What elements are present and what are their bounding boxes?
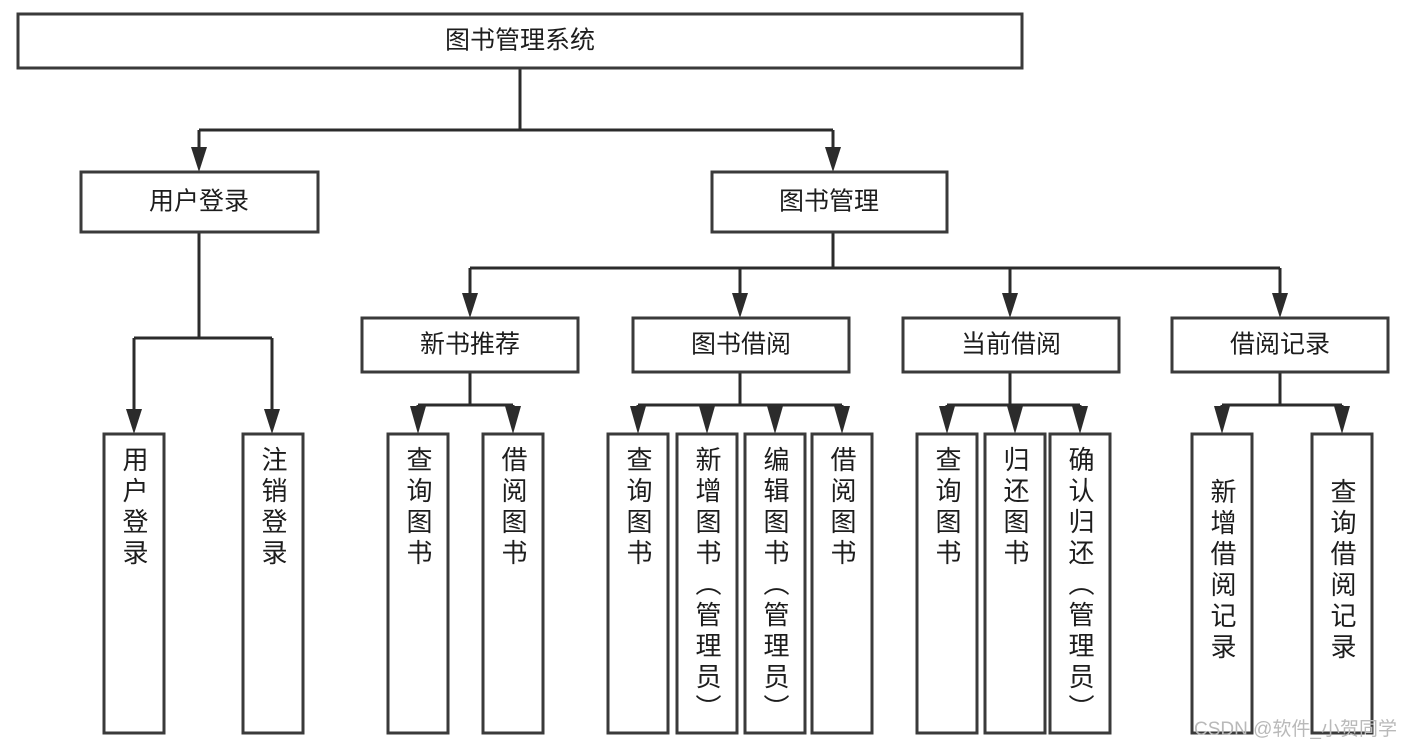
arrow-head-leaf-logout bbox=[264, 409, 280, 434]
connector-group-borrow-record bbox=[1214, 372, 1350, 434]
node-borrow-record[interactable]: 借阅记录 bbox=[1170, 316, 1390, 374]
node-leaf-edit-book[interactable]: 编辑图书（管理员） bbox=[743, 432, 807, 735]
node-current-borrow-box[interactable] bbox=[901, 316, 1121, 374]
node-book-manage-label: 图书管理 bbox=[779, 188, 879, 216]
node-user-login-box[interactable] bbox=[79, 170, 320, 234]
node-leaf-add-record-label: 新增借阅记录 bbox=[1207, 478, 1237, 664]
node-leaf-borrow-book-2-box[interactable] bbox=[810, 432, 874, 735]
node-leaf-query-record[interactable]: 查询借阅记录 bbox=[1310, 432, 1374, 735]
node-leaf-query-record-label: 查询借阅记录 bbox=[1327, 478, 1357, 664]
connector-group-new-book-rec bbox=[410, 372, 521, 434]
arrow-head-book-borrow bbox=[732, 293, 748, 318]
arrow-head-leaf-confirm-return bbox=[1072, 406, 1088, 434]
arrow-head-leaf-return-book bbox=[1007, 406, 1023, 434]
node-leaf-return-book-box[interactable] bbox=[983, 432, 1047, 735]
node-leaf-borrow-book-2-label: 借阅图书 bbox=[827, 446, 857, 570]
node-root-box[interactable] bbox=[16, 12, 1024, 70]
node-user-login-label: 用户登录 bbox=[149, 188, 249, 216]
node-user-login[interactable]: 用户登录 bbox=[79, 170, 320, 234]
node-leaf-borrow-book-1[interactable]: 借阅图书 bbox=[481, 432, 545, 735]
node-leaf-query-book-1-box[interactable] bbox=[386, 432, 450, 735]
arrow-head-leaf-user-login bbox=[126, 409, 142, 434]
node-leaf-query-book-1[interactable]: 查询图书 bbox=[386, 432, 450, 735]
node-leaf-logout[interactable]: 注销登录 bbox=[241, 432, 305, 735]
node-borrow-record-box[interactable] bbox=[1170, 316, 1390, 374]
node-leaf-borrow-book-2[interactable]: 借阅图书 bbox=[810, 432, 874, 735]
node-leaf-confirm-return[interactable]: 确认归还（管理员） bbox=[1048, 432, 1112, 735]
node-book-borrow[interactable]: 图书借阅 bbox=[631, 316, 851, 374]
arrow-head-leaf-query-book-2 bbox=[630, 406, 646, 434]
arrow-head-leaf-add-book bbox=[699, 406, 715, 434]
node-book-borrow-box[interactable] bbox=[631, 316, 851, 374]
arrow-head-new-book-rec bbox=[462, 293, 478, 318]
arrow-head-current-borrow bbox=[1002, 293, 1018, 318]
node-book-manage-box[interactable] bbox=[710, 170, 949, 234]
node-leaf-query-book-2[interactable]: 查询图书 bbox=[606, 432, 670, 735]
arrow-head-leaf-borrow-book-2 bbox=[834, 406, 850, 434]
node-leaf-logout-box[interactable] bbox=[241, 432, 305, 735]
arrow-head-leaf-query-book-3 bbox=[939, 406, 955, 434]
node-leaf-query-book-3[interactable]: 查询图书 bbox=[915, 432, 979, 735]
connector-group-current-borrow bbox=[939, 372, 1088, 434]
arrow-head-leaf-add-record bbox=[1214, 406, 1230, 434]
node-leaf-logout-label: 注销登录 bbox=[258, 446, 288, 570]
connector-group-root bbox=[191, 68, 841, 172]
connector-group-book-manage bbox=[462, 232, 1288, 318]
node-new-book-rec-label: 新书推荐 bbox=[420, 331, 520, 359]
node-leaf-query-book-3-label: 查询图书 bbox=[932, 446, 962, 570]
node-leaf-query-book-3-box[interactable] bbox=[915, 432, 979, 735]
node-leaf-return-book[interactable]: 归还图书 bbox=[983, 432, 1047, 735]
node-current-borrow[interactable]: 当前借阅 bbox=[901, 316, 1121, 374]
node-leaf-borrow-book-1-box[interactable] bbox=[481, 432, 545, 735]
node-current-borrow-label: 当前借阅 bbox=[961, 331, 1061, 359]
connector-group-user-login bbox=[126, 232, 280, 434]
arrow-head-borrow-record bbox=[1272, 293, 1288, 318]
node-leaf-edit-book-box[interactable] bbox=[743, 432, 807, 735]
node-leaf-add-record-box[interactable] bbox=[1190, 432, 1254, 735]
node-leaf-query-record-box[interactable] bbox=[1310, 432, 1374, 735]
node-leaf-add-book-box[interactable] bbox=[675, 432, 739, 735]
node-leaf-confirm-return-box[interactable] bbox=[1048, 432, 1112, 735]
node-book-manage[interactable]: 图书管理 bbox=[710, 170, 949, 234]
node-root-label: 图书管理系统 bbox=[445, 27, 595, 55]
arrow-head-book-manage bbox=[825, 147, 841, 172]
arrow-head-leaf-borrow-book-1 bbox=[505, 406, 521, 434]
connector-group-book-borrow bbox=[630, 372, 850, 434]
node-leaf-return-book-label: 归还图书 bbox=[1000, 446, 1030, 570]
node-new-book-rec-box[interactable] bbox=[360, 316, 580, 374]
node-leaf-borrow-book-1-label: 借阅图书 bbox=[498, 446, 528, 570]
node-leaf-query-book-1-label: 查询图书 bbox=[403, 446, 433, 570]
arrow-head-leaf-query-book-1 bbox=[410, 406, 426, 434]
node-borrow-record-label: 借阅记录 bbox=[1230, 331, 1330, 359]
node-leaf-query-book-2-label: 查询图书 bbox=[623, 446, 653, 570]
node-leaf-edit-book-label: 编辑图书（管理员） bbox=[760, 446, 790, 725]
node-root[interactable]: 图书管理系统 bbox=[16, 12, 1024, 70]
node-leaf-add-book[interactable]: 新增图书（管理员） bbox=[675, 432, 739, 735]
node-leaf-add-book-label: 新增图书（管理员） bbox=[692, 446, 722, 725]
node-leaf-confirm-return-label: 确认归还（管理员） bbox=[1065, 446, 1095, 725]
node-new-book-rec[interactable]: 新书推荐 bbox=[360, 316, 580, 374]
node-leaf-user-login-box[interactable] bbox=[102, 432, 166, 735]
arrow-head-leaf-query-record bbox=[1334, 406, 1350, 434]
arrow-head-user-login bbox=[191, 147, 207, 172]
node-leaf-user-login-label: 用户登录 bbox=[119, 446, 149, 570]
node-leaf-user-login[interactable]: 用户登录 bbox=[102, 432, 166, 735]
node-leaf-query-book-2-box[interactable] bbox=[606, 432, 670, 735]
arrow-head-leaf-edit-book bbox=[767, 406, 783, 434]
node-book-borrow-label: 图书借阅 bbox=[691, 331, 791, 359]
node-leaf-add-record[interactable]: 新增借阅记录 bbox=[1190, 432, 1254, 735]
